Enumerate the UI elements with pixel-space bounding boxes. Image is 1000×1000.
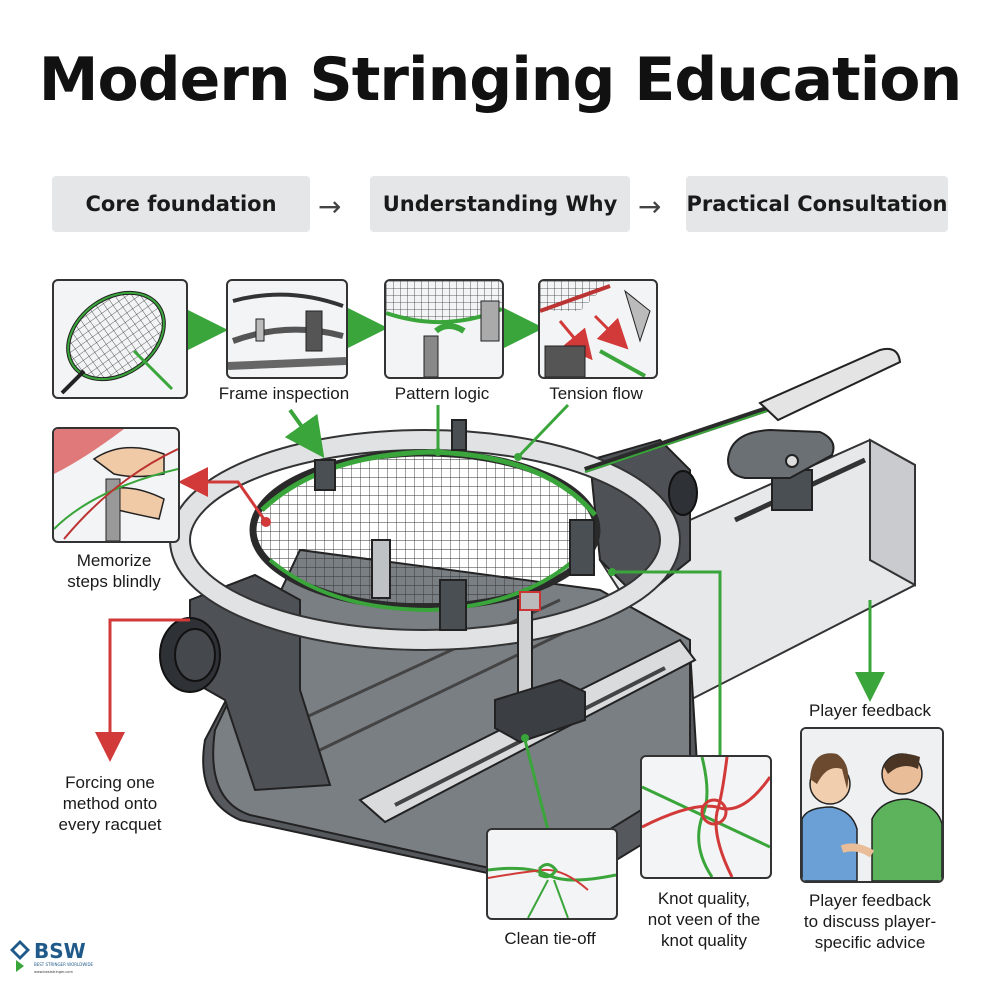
svg-text:www.beststringer.com: www.beststringer.com: [34, 970, 73, 974]
step-label-frame-inspection: Frame inspection: [218, 384, 350, 403]
step-label-pattern-logic: Pattern logic: [394, 384, 490, 403]
stage-understanding-why: Understanding Why: [370, 176, 630, 232]
thumb-racquet: [52, 279, 188, 399]
stage-arrow-2: →: [638, 190, 662, 223]
stage-practical-consultation: Practical Consultation: [686, 176, 948, 232]
thumb-player-feedback: [800, 727, 944, 883]
callout-player-feedback: Player feedback to discuss player- speci…: [803, 891, 937, 952]
thumb-frame-inspection: [226, 279, 348, 379]
clamps: [314, 419, 595, 744]
callout-player-feedback-title: Player feedback: [809, 701, 931, 720]
racquet-shaft: [584, 347, 902, 473]
callout-knot-quality: Knot quality, not veen of the knot quali…: [647, 889, 761, 950]
callout-clean-tieoff: Clean tie-off: [504, 929, 596, 948]
thumb-clean-tieoff: [486, 828, 618, 920]
bsw-logo: BSW BEST STRINGER WORLDWIDE www.beststri…: [6, 936, 102, 986]
mounting-arm: [169, 429, 681, 651]
page-title: Modern Stringing Education: [38, 45, 963, 115]
thumb-knot-quality: [640, 755, 772, 879]
stage-core-foundation: Core foundation: [52, 176, 310, 232]
step-label-tension-flow: Tension flow: [549, 384, 643, 403]
callout-forcing-one-method: Forcing one method onto every racquet: [58, 773, 162, 834]
thumb-memorize: [52, 427, 180, 543]
thumb-tension-flow: [538, 279, 658, 379]
flow-arrows: [95, 308, 885, 831]
thumb-pattern-logic: [384, 279, 504, 379]
svg-text:BEST STRINGER WORLDWIDE: BEST STRINGER WORLDWIDE: [34, 962, 94, 967]
tension-head: [726, 428, 835, 511]
svg-text:BSW: BSW: [34, 939, 86, 963]
racquet-head: [249, 449, 601, 613]
stage-arrow-1: →: [318, 190, 342, 223]
callout-memorize: Memorize steps blindly: [67, 551, 161, 591]
